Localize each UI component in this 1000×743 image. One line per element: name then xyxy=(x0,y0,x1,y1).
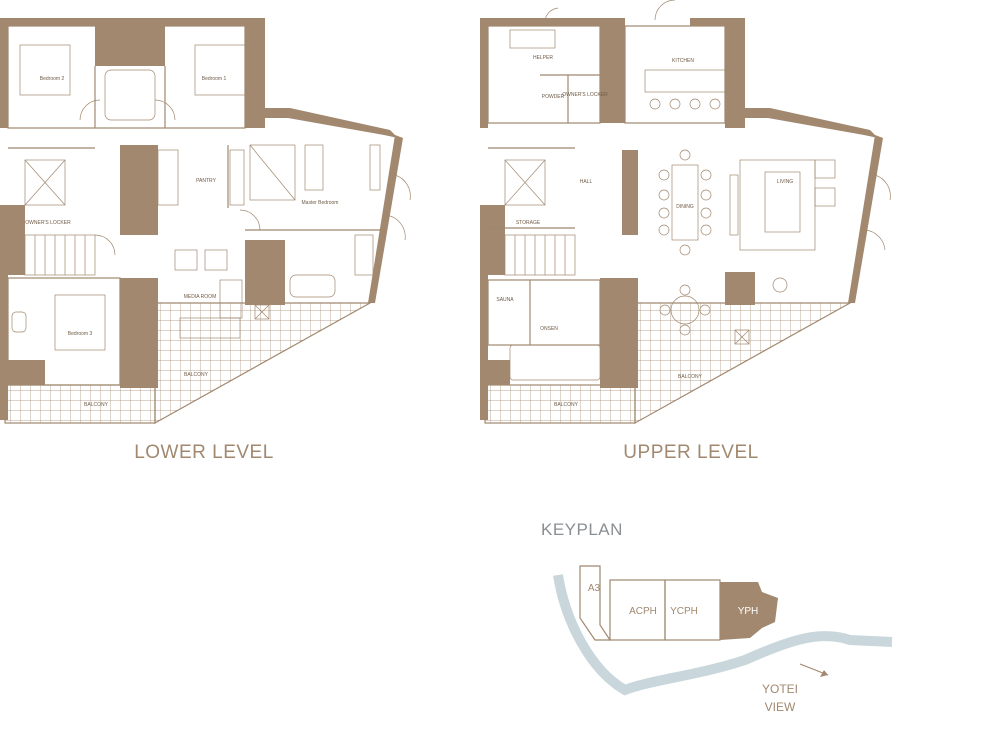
label-onsen: ONSEN xyxy=(540,326,558,332)
label-helper: HELPER xyxy=(533,55,553,61)
view-label-line1: YOTEI xyxy=(762,682,798,696)
lower-level-title: LOWER LEVEL xyxy=(134,442,274,463)
lower-balcony-right xyxy=(154,302,373,425)
unit-yph-highlight xyxy=(720,582,778,640)
label-balcony-right-upper: BALCONY xyxy=(678,374,703,380)
keyplan-unit-a3: A3 xyxy=(588,583,601,594)
label-powder: POWDER xyxy=(542,94,565,100)
label-kitchen: KITCHEN xyxy=(672,58,694,64)
label-storage: STORAGE xyxy=(516,220,541,226)
keyplan: KEYPLAN A3 ACPH YCPH YPH YOTEI VIEW xyxy=(541,520,893,714)
label-pantry: PANTRY xyxy=(196,178,216,184)
label-bedroom-1: Bedroom 1 xyxy=(202,76,227,82)
label-hall: HALL xyxy=(580,179,593,185)
keyplan-unit-acph: ACPH xyxy=(629,606,657,617)
upper-level-plan: HELPER KITCHEN POWDER OWNER'S LOCKER HAL… xyxy=(480,0,891,425)
unit-a3-outline xyxy=(579,565,612,641)
label-bedroom-3: Bedroom 3 xyxy=(68,331,93,337)
label-balcony-right: BALCONY xyxy=(184,372,209,378)
lower-balcony-left xyxy=(4,384,156,424)
label-master-bedroom: Master Bedroom xyxy=(302,200,339,206)
view-arrow-head xyxy=(820,670,828,677)
keyplan-title: KEYPLAN xyxy=(541,520,623,539)
label-balcony-left-upper: BALCONY xyxy=(554,402,579,408)
view-label-line2: VIEW xyxy=(765,700,796,714)
label-living: LIVING xyxy=(777,179,794,185)
label-bedroom-2: Bedroom 2 xyxy=(40,76,65,82)
keyplan-unit-ycph: YCPH xyxy=(670,606,698,617)
label-sauna: SAUNA xyxy=(496,297,514,303)
river xyxy=(553,574,893,696)
upper-balcony-right xyxy=(634,302,853,425)
label-dining: DINING xyxy=(676,204,694,210)
label-owners-locker: OWNER'S LOCKER xyxy=(25,220,71,226)
upper-balcony-left xyxy=(484,384,636,424)
lower-level-plan: Bedroom 2 Bedroom 1 PANTRY Master Bedroo… xyxy=(0,18,411,425)
label-balcony-left: BALCONY xyxy=(84,402,109,408)
upper-level-title: UPPER LEVEL xyxy=(623,442,758,463)
keyplan-unit-yph: YPH xyxy=(738,606,759,617)
label-owners-locker-upper: OWNER'S LOCKER xyxy=(562,92,608,98)
label-media-room: MEDIA ROOM xyxy=(184,294,217,300)
